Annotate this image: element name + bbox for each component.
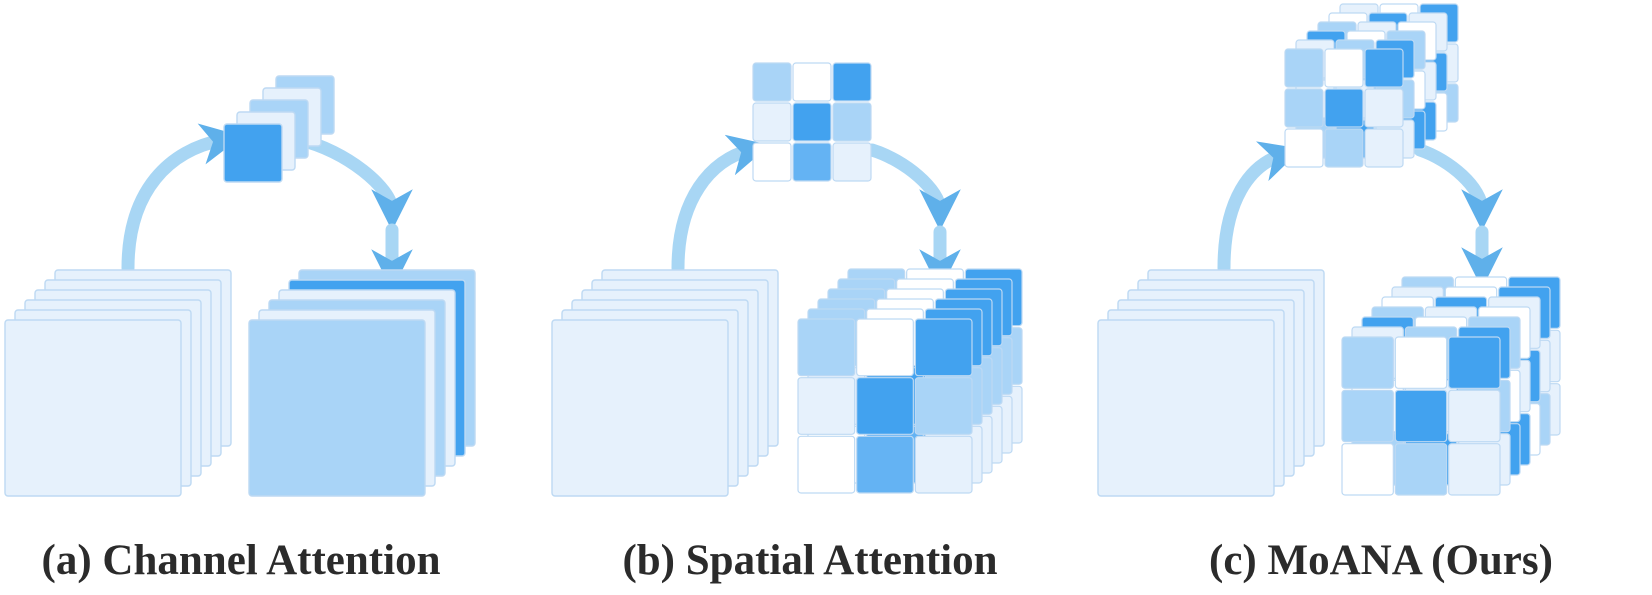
spatial-output-stack-layer-cell: [914, 318, 973, 377]
spatial-output-stack-layer-cell: [797, 435, 856, 494]
spatial-weight-grid: [752, 62, 872, 182]
spatial-weight-grid-cell: [752, 142, 792, 182]
moana-output-stack: [1341, 276, 1561, 496]
moana-input-stack-layer: [1097, 319, 1275, 497]
channel-weight-stack-layer: [223, 123, 283, 183]
spatial-weight-grid-cell: [752, 102, 792, 142]
moana-output-stack-layer-cell: [1341, 336, 1394, 389]
spatial-output-stack-layer-cell: [856, 318, 914, 377]
moana-output-stack-layer-cell: [1448, 389, 1501, 443]
spatial-weight-grid-cell: [792, 62, 832, 102]
moana-weight-stack-layer-cell: [1324, 88, 1364, 128]
moana-output-stack-layer-cell: [1394, 389, 1448, 443]
moana-output-stack-layer-cell: [1394, 336, 1448, 389]
spatial-input-stack-layer: [551, 319, 729, 497]
moana-weight-stack: [1284, 3, 1459, 168]
spatial-arrow-out: [865, 143, 961, 231]
moana-input-stack: [1097, 269, 1325, 497]
moana-output-stack-layer-cell: [1394, 443, 1448, 496]
channel-arrow-in: [121, 123, 243, 275]
spatial-input-stack: [551, 269, 779, 497]
moana-weight-stack-layer-cell: [1324, 128, 1364, 168]
caption-channel-attention: (a) Channel Attention: [41, 537, 441, 584]
spatial-output-stack-layer: [797, 318, 973, 494]
spatial-output-stack-layer-cell: [797, 318, 856, 377]
spatial-weight-grid-cell: [832, 62, 872, 102]
moana-output-stack-layer-cell: [1341, 389, 1394, 443]
spatial-weight-grid-cell: [832, 102, 872, 142]
spatial-output-stack: [797, 268, 1023, 494]
channel-weight-stack: [223, 75, 335, 183]
stacks-layer: [4, 3, 1561, 497]
moana-output-stack-layer: [1341, 336, 1501, 496]
caption-spatial-attention: (b) Spatial Attention: [622, 537, 998, 584]
moana-weight-stack-layer-cell: [1364, 128, 1404, 168]
moana-weight-stack-layer-cell: [1284, 48, 1324, 88]
moana-output-stack-layer-cell: [1448, 443, 1501, 496]
spatial-weight-grid-cell: [832, 142, 872, 182]
spatial-weight-grid-cell: [792, 142, 832, 182]
moana-output-stack-layer-cell: [1341, 443, 1394, 496]
moana-weight-stack-layer-cell: [1284, 128, 1324, 168]
spatial-weight-grid-cell: [752, 62, 792, 102]
moana-output-stack-layer-cell: [1448, 336, 1501, 389]
channel-input-stack: [4, 269, 232, 497]
spatial-output-stack-layer-cell: [914, 377, 973, 435]
moana-weight-stack-layer: [1284, 48, 1404, 168]
caption-moana: (c) MoANA (Ours): [1209, 537, 1553, 584]
channel-input-stack-layer: [4, 319, 182, 497]
spatial-output-stack-layer-cell: [856, 435, 914, 494]
moana-weight-stack-layer-cell: [1324, 48, 1364, 88]
moana-weight-stack-layer-cell: [1364, 88, 1404, 128]
moana-weight-stack-layer-cell: [1284, 88, 1324, 128]
spatial-arrow-in: [671, 134, 771, 275]
channel-arrow-out: [293, 133, 413, 231]
spatial-weight-grid-cell: [792, 102, 832, 142]
moana-weight-stack-layer-cell: [1364, 48, 1404, 88]
channel-output-stack-layer: [248, 319, 426, 497]
spatial-output-stack-layer-cell: [797, 377, 856, 435]
moana-arrow-out: [1413, 143, 1503, 231]
spatial-output-stack-layer-cell: [914, 435, 973, 494]
spatial-output-stack-layer-cell: [856, 377, 914, 435]
channel-output-stack: [248, 269, 476, 497]
moana-arrow-in: [1217, 141, 1302, 275]
